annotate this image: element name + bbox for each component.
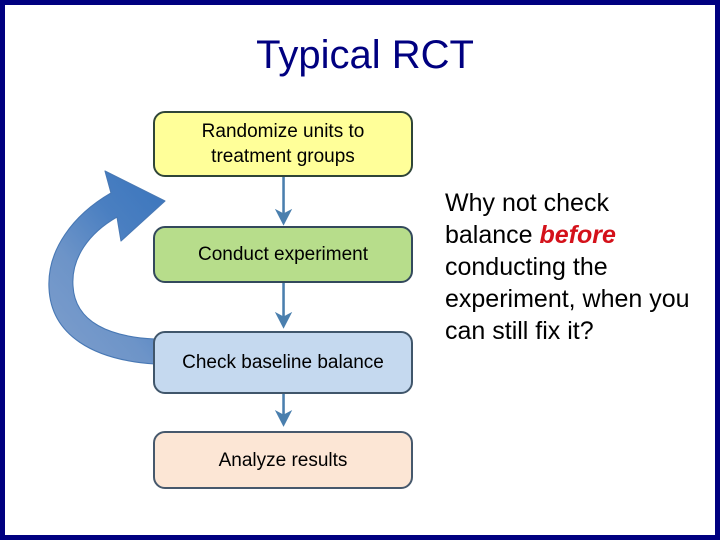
flow-step-label: Check baseline balance	[182, 352, 384, 373]
callout-text: Why not check balance before conducting …	[445, 187, 715, 347]
callout-line-1: Why not check	[445, 189, 609, 217]
callout-line-2-prefix: balance	[445, 221, 540, 249]
callout-line-5: can still fix it?	[445, 317, 594, 345]
curved-feedback-arrow	[48, 170, 166, 365]
flow-step-label: Conduct experiment	[197, 244, 369, 265]
callout-line-3: conducting the	[445, 253, 608, 281]
flow-step-label: Analyze results	[218, 449, 348, 471]
callout-line-2: balance before	[445, 219, 715, 251]
flow-step-label: Randomize units to treatment groups	[201, 121, 365, 167]
flow-step-baseline[interactable]: Check baseline balance	[153, 331, 413, 394]
callout-emphasis-before: before	[539, 221, 616, 249]
flow-step-analyze[interactable]: Analyze results	[153, 431, 413, 489]
flow-step-randomize[interactable]: Randomize units to treatment groups	[153, 111, 413, 177]
flow-step-conduct[interactable]: Conduct experiment	[153, 226, 413, 283]
page-title: Typical RCT	[256, 33, 474, 77]
curved-arrow-body	[48, 170, 166, 365]
callout-line-4: experiment, when you	[445, 285, 690, 313]
